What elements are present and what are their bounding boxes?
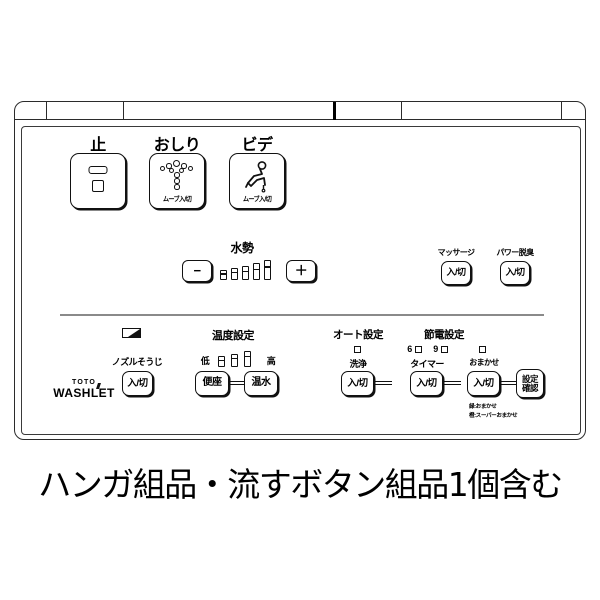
rear-wash-button[interactable]: ムーブ入/切	[149, 153, 205, 209]
auto-wash-button-label: 入/切	[347, 377, 368, 389]
brand-logo-washlet: WASHLET	[53, 386, 115, 400]
timer-button-label: 入/切	[416, 377, 437, 389]
connector-omakase-confirm	[500, 381, 516, 385]
timer-9-label: 9	[433, 344, 438, 354]
nozzle-clean-title: ノズルそうじ	[111, 357, 163, 367]
seat-temperature-button[interactable]: 便座	[195, 371, 229, 396]
stop-button-title: 止	[90, 137, 106, 154]
bidet-person-icon	[245, 161, 267, 193]
omakase-note-orange: 橙:スーパーおまかせ	[469, 412, 518, 420]
brand-logo-toto: TOTO	[72, 379, 96, 386]
water-pressure-level-indicator	[220, 258, 282, 280]
strip-tick-5	[561, 102, 563, 120]
water-pressure-plus-button[interactable]: ＋	[286, 260, 316, 282]
connector-timer-omakase	[443, 381, 461, 385]
auto-wash-button[interactable]: 入/切	[341, 371, 374, 396]
omakase-led	[479, 346, 486, 353]
temperature-low-label: 低	[200, 356, 210, 366]
auto-wash-led	[354, 346, 361, 353]
seat-temperature-button-label: 便座	[202, 377, 223, 389]
minus-icon: −	[193, 263, 201, 279]
auto-setting-title: オート設定	[333, 329, 384, 341]
control-panel-shell: 止 おしり ムーブ入/切	[14, 101, 586, 440]
spray-dots-icon	[150, 160, 204, 194]
strip-tick-3	[333, 102, 336, 120]
product-caption: ハンガ組品・流すボタン組品1個含む	[38, 465, 563, 504]
massage-button-label: 入/切	[446, 267, 466, 278]
panel-top-strip	[15, 102, 585, 120]
stop-button[interactable]	[70, 153, 126, 209]
omakase-button-label: 入/切	[473, 377, 494, 389]
auto-wash-label: 洗浄	[349, 359, 367, 369]
massage-title: マッサージ	[437, 248, 475, 257]
water-pressure-title: 水勢	[230, 241, 254, 255]
strip-tick-2	[123, 102, 125, 120]
deodorize-button-label: 入/切	[505, 267, 525, 278]
timer-label: タイマー	[410, 359, 444, 369]
connector-wash-timer	[374, 381, 392, 385]
brand-logo: TOTO WASHLET	[48, 379, 120, 400]
section-divider	[60, 314, 544, 316]
stop-bar-icon	[88, 166, 108, 174]
timer-6-label: 6	[407, 344, 412, 354]
bidet-move-label: ムーブ入/切	[242, 196, 272, 204]
deodorize-title: パワー脱臭	[496, 248, 535, 257]
water-temperature-button-label: 温水	[251, 377, 272, 389]
strip-tick-4	[401, 102, 403, 120]
water-pressure-minus-button[interactable]: −	[182, 260, 212, 282]
temperature-title: 温度設定	[212, 330, 255, 342]
strip-tick-1	[46, 102, 48, 120]
battery-icon	[122, 328, 141, 338]
bidet-button-title: ビデ	[241, 137, 273, 154]
timer-button[interactable]: 入/切	[410, 371, 443, 396]
nozzle-clean-button[interactable]: 入/切	[122, 371, 153, 396]
bidet-button[interactable]: ムーブ入/切	[229, 153, 285, 209]
timer-9-led	[441, 346, 448, 353]
deodorize-button[interactable]: 入/切	[500, 261, 530, 285]
stop-square-icon	[92, 180, 104, 192]
temperature-high-label: 高	[266, 356, 276, 366]
omakase-label: おまかせ	[469, 358, 499, 367]
rear-button-title: おしり	[153, 137, 201, 154]
connector-seat-water	[228, 381, 246, 385]
control-panel-face: 止 おしり ムーブ入/切	[21, 126, 581, 435]
plus-icon: ＋	[294, 263, 308, 279]
eco-setting-title: 節電設定	[424, 329, 465, 341]
nozzle-clean-button-label: 入/切	[127, 377, 148, 389]
rear-move-label: ムーブ入/切	[162, 196, 192, 204]
massage-button[interactable]: 入/切	[441, 261, 471, 285]
omakase-note-green: 緑:おまかせ	[469, 403, 497, 411]
timer-6-led	[415, 346, 422, 353]
temperature-level-indicator	[216, 349, 260, 367]
omakase-button[interactable]: 入/切	[467, 371, 500, 396]
confirm-button-line1: 設定	[521, 373, 539, 384]
water-temperature-button[interactable]: 温水	[244, 371, 278, 396]
confirm-button-line2: 確認	[521, 382, 539, 393]
setting-confirm-button[interactable]: 設定 確認	[516, 369, 544, 398]
